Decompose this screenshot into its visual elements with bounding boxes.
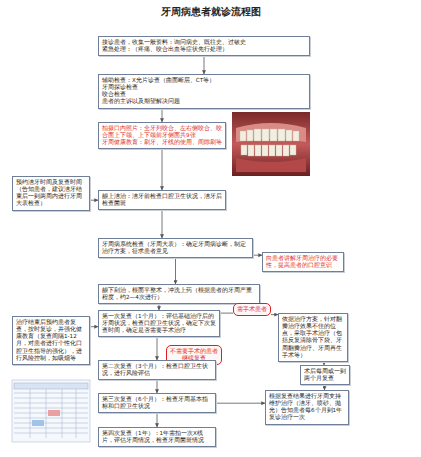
process-box: 向患者讲解牙周治疗的必要性，提高患者的口腔意识 bbox=[262, 252, 344, 272]
flow-arrow bbox=[162, 150, 163, 191]
decision-tag: 需手术患者 bbox=[233, 303, 271, 316]
flow-arrow bbox=[90, 200, 98, 201]
intraoral-photo bbox=[232, 112, 310, 176]
flow-arrow bbox=[157, 338, 158, 361]
process-box: 第四次复查（1年）：1年需拍一次X线片，评估牙周情况，检查牙周菌斑情况 bbox=[98, 427, 216, 447]
node-text: 预约洁牙时间及复查时间（告知患者，建议洁牙结束后一到两周内进行牙周大表检查） bbox=[16, 179, 86, 208]
node-text: 辅助检查：X光片诊查（曲面断层、CT等） bbox=[102, 77, 306, 84]
node-text: 根据复查结果进行牙周支持维护治疗（洁牙、喷砂、抛光）告知患者每6个月到1年复诊治… bbox=[269, 393, 345, 422]
process-box: 术后每周或一到两个月复查 bbox=[300, 365, 350, 385]
process-box: 根据复查结果进行牙周支持维护治疗（洁牙、喷砂、抛光）告知患者每6个月到1年复诊治… bbox=[265, 390, 349, 425]
process-box: 牙周病系统检查（牙周大表）：确定牙周病诊断，制定治疗方案，征求患者意见 bbox=[98, 238, 253, 258]
flow-arrow bbox=[157, 380, 158, 393]
node-text: 依据治疗方案，针对翻瓣治疗效果不佳的位点，采取手术治疗（包括反复清除骨下袋、牙周… bbox=[282, 316, 344, 359]
node-text: 治疗结束后预约患者复查，按时复诊，并强化健康教育（复查间隔1-12月，对患者进行… bbox=[16, 319, 86, 362]
flow-arrow bbox=[175, 258, 176, 284]
flow-arrow bbox=[157, 413, 158, 427]
node-text: 需手术患者 bbox=[237, 306, 267, 313]
flow-arrow bbox=[162, 210, 163, 238]
process-box: 辅助检查：X光片诊查（曲面断层、CT等）牙周探诊检查咬合检查患者的主诉以及期望解… bbox=[98, 74, 310, 109]
flow-arrow bbox=[253, 255, 262, 256]
periodontal-chart-image bbox=[12, 380, 90, 442]
node-text: 龈上洁治：洁牙前检查口腔卫生状况，洁牙后检查菌斑 bbox=[102, 193, 222, 207]
process-box: 依据治疗方案，针对翻瓣治疗效果不佳的位点，采取手术治疗（包括反复清除骨下袋、牙周… bbox=[278, 313, 348, 362]
flow-arrow bbox=[220, 313, 233, 314]
flow-arrow bbox=[90, 326, 98, 327]
process-box: 治疗结束后预约患者复查，按时复诊，并强化健康教育（复查间隔1-12月，对患者进行… bbox=[12, 316, 90, 365]
node-text: 第四次复查（1年）：1年需拍一次X线片，评估牙周情况，检查牙周菌斑情况 bbox=[102, 430, 212, 444]
process-box: 龈上洁治：洁牙前检查口腔卫生状况，洁牙后检查菌斑 bbox=[98, 190, 226, 210]
diagram-title: 牙周病患者就诊流程图 bbox=[0, 6, 421, 19]
node-text: 拍摄口内照片：全牙列咬合、左右侧咬合、咬合面上下颌、上下颌前牙侧面共9张 bbox=[102, 125, 222, 139]
process-box: 拍摄口内照片：全牙列咬合、左右侧咬合、咬合面上下颌、上下颌前牙侧面共9张牙周健康… bbox=[98, 122, 226, 149]
node-text: 第一次复查（1个月）：评估基础治疗后的牙周状况，检查口腔卫生状况，确定下次复查时… bbox=[102, 313, 216, 334]
flow-arrow bbox=[204, 56, 205, 74]
node-text: 牙周病系统检查（牙周大表）：确定牙周病诊断，制定治疗方案，征求患者意见 bbox=[102, 241, 249, 255]
process-box: 龈下刮治，根面平整术，冲洗上药（根据患者的牙周严重程度，约2—4次进行） bbox=[98, 284, 260, 304]
node-text: 紧急处理：（疼痛、咬合出血等症状先行处理） bbox=[102, 46, 306, 53]
node-text: 第三次复查（6个月）：检查牙周基本指标和口腔卫生状况 bbox=[102, 396, 212, 410]
node-text: 患者的主诉以及期望解决问题 bbox=[102, 98, 306, 105]
flow-arrow bbox=[162, 109, 163, 122]
node-text: 接诊患者，收集一般资料：询问病史、既往史、过敏史 bbox=[102, 39, 306, 46]
node-text: 术后每周或一到两个月复查 bbox=[304, 368, 346, 382]
process-box: 预约洁牙时间及复查时间（告知患者，建议洁牙结束后一到两周内进行牙周大表检查） bbox=[12, 176, 90, 211]
node-text: 龈下刮治，根面平整术，冲洗上药（根据患者的牙周严重程度，约2—4次进行） bbox=[102, 287, 256, 301]
node-text: 牙周探诊检查 bbox=[102, 84, 306, 91]
node-text: 咬合检查 bbox=[102, 91, 306, 98]
flow-arrow bbox=[271, 314, 278, 315]
flow-arrow bbox=[216, 403, 265, 404]
process-box: 第二次复查（3个月）：检查口腔卫生状况，进行风险评估 bbox=[98, 360, 216, 380]
node-text: 向患者讲解牙周治疗的必要性，提高患者的口腔意识 bbox=[266, 255, 340, 269]
node-text: 牙周健康教育：刷牙、牙线的使用、间隙刷等 bbox=[102, 139, 222, 146]
process-box: 第三次复查（6个月）：检查牙周基本指标和口腔卫生状况 bbox=[98, 393, 216, 413]
process-box: 接诊患者，收集一般资料：询问病史、既往史、过敏史紧急处理：（疼痛、咬合出血等症状… bbox=[98, 36, 310, 56]
node-text: 第二次复查（3个月）：检查口腔卫生状况，进行风险评估 bbox=[102, 363, 212, 377]
process-box: 第一次复查（1个月）：评估基础治疗后的牙周状况，检查口腔卫生状况，确定下次复查时… bbox=[98, 310, 220, 337]
